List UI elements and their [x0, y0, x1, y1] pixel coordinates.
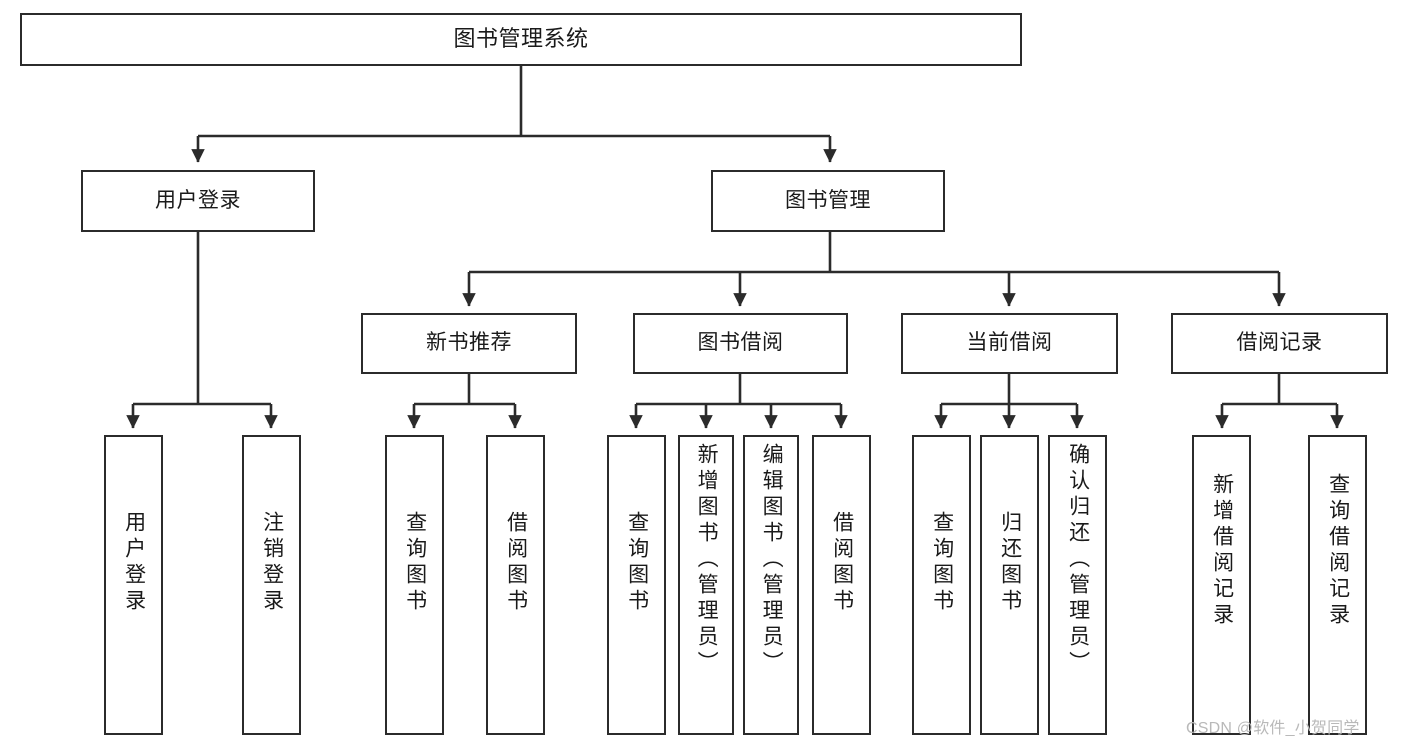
node-root-book-management-system[interactable]: 图书管理系统	[20, 13, 1022, 66]
node-label: 查询图书	[625, 511, 649, 615]
node-leaf-record-add-record[interactable]: 新增借阅记录	[1192, 435, 1251, 735]
node-label: 借阅图书	[830, 511, 854, 615]
node-book-management[interactable]: 图书管理	[711, 170, 945, 232]
node-label: 注销登录	[260, 511, 284, 615]
node-current-borrow[interactable]: 当前借阅	[901, 313, 1118, 374]
node-label: 借阅记录	[1236, 331, 1323, 355]
node-label: 编辑图书（管理员）	[760, 443, 784, 677]
node-leaf-newbook-borrow-book[interactable]: 借阅图书	[486, 435, 545, 735]
node-leaf-borrow-query-book[interactable]: 查询图书	[607, 435, 666, 735]
node-label: 借阅图书	[504, 511, 528, 615]
node-label: 归还图书	[998, 511, 1022, 615]
node-book-borrow[interactable]: 图书借阅	[633, 313, 848, 374]
csdn-watermark: CSDN @软件_小贺同学	[1186, 720, 1360, 737]
node-leaf-borrow-borrow-book[interactable]: 借阅图书	[812, 435, 871, 735]
node-leaf-borrow-edit-book-admin[interactable]: 编辑图书（管理员）	[743, 435, 799, 735]
node-label: 确认归还（管理员）	[1066, 443, 1090, 677]
node-borrow-record[interactable]: 借阅记录	[1171, 313, 1388, 374]
node-user-login[interactable]: 用户登录	[81, 170, 315, 232]
node-label: 当前借阅	[966, 331, 1053, 355]
node-leaf-current-query-book[interactable]: 查询图书	[912, 435, 971, 735]
node-label: 新书推荐	[426, 331, 512, 355]
node-label: 图书管理系统	[453, 26, 589, 52]
node-leaf-borrow-add-book-admin[interactable]: 新增图书（管理员）	[678, 435, 734, 735]
node-label: 新增图书（管理员）	[695, 443, 719, 677]
node-new-book-recommend[interactable]: 新书推荐	[361, 313, 577, 374]
node-leaf-record-query-record[interactable]: 查询借阅记录	[1308, 435, 1367, 735]
node-leaf-user-login-logout[interactable]: 注销登录	[242, 435, 301, 735]
node-label: 图书管理	[785, 188, 871, 212]
node-label: 用户登录	[155, 188, 241, 212]
node-leaf-newbook-query-book[interactable]: 查询图书	[385, 435, 444, 735]
node-label: 查询图书	[930, 511, 954, 615]
node-leaf-user-login-login[interactable]: 用户登录	[104, 435, 163, 735]
node-label: 新增借阅记录	[1210, 473, 1234, 629]
node-label: 查询借阅记录	[1326, 473, 1350, 629]
node-leaf-current-confirm-return-admin[interactable]: 确认归还（管理员）	[1048, 435, 1107, 735]
node-leaf-current-return-book[interactable]: 归还图书	[980, 435, 1039, 735]
node-label: 查询图书	[403, 511, 427, 615]
node-label: 用户登录	[122, 511, 146, 615]
node-label: 图书借阅	[697, 331, 784, 355]
